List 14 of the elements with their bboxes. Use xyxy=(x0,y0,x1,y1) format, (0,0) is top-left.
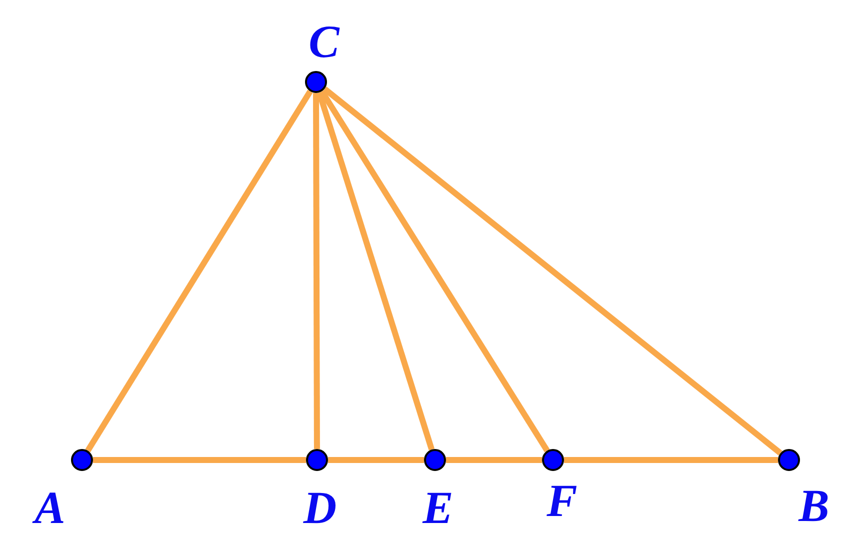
point-label: F xyxy=(546,478,578,524)
line-segment xyxy=(322,86,782,456)
line-segment xyxy=(328,457,424,463)
line-segment xyxy=(85,90,313,452)
line-segment xyxy=(93,457,306,463)
point-label: D xyxy=(303,485,337,531)
line-segment xyxy=(564,457,778,463)
point-label: A xyxy=(34,485,66,531)
line-segment xyxy=(316,92,435,450)
line-segment xyxy=(446,457,542,463)
line-segment xyxy=(313,93,320,449)
point-label: B xyxy=(798,483,830,529)
point-label: E xyxy=(422,485,454,531)
point-label: C xyxy=(308,19,340,65)
